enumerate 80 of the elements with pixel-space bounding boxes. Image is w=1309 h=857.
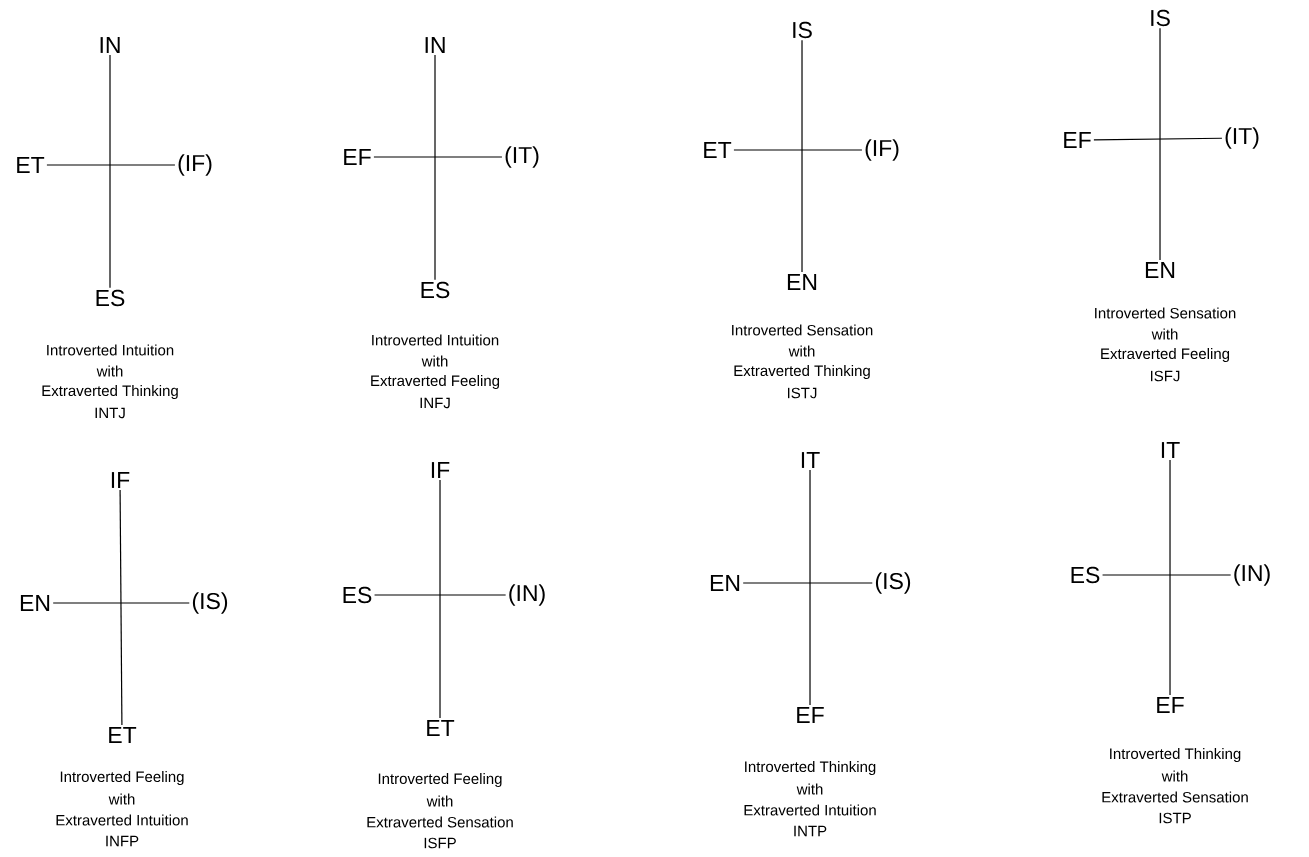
axis-label: (IF) — [178, 154, 212, 176]
caption-text: Extraverted Thinking — [734, 365, 870, 379]
caption-text: ISFP — [424, 837, 456, 849]
axis-label: EF — [344, 149, 371, 165]
caption-text: Extraverted Intuition — [56, 814, 188, 826]
axis-label: EN — [787, 274, 817, 290]
axis-line — [109, 54, 111, 289]
axis-label: IS — [793, 21, 812, 39]
axis-label: IN — [425, 37, 445, 53]
axis-line — [434, 54, 436, 281]
axis-label: (IN) — [509, 584, 545, 606]
caption-text: with — [1151, 328, 1178, 340]
axis-label: ET — [109, 727, 137, 743]
axis-line — [1101, 574, 1232, 576]
axis-label: IN — [100, 37, 120, 53]
axis-label: (IN) — [1234, 564, 1270, 586]
caption-text: Introverted Thinking — [1110, 748, 1241, 762]
axis-label: EF — [1157, 697, 1184, 713]
axis-label: IT — [801, 452, 820, 468]
caption-text: Introverted Thinking — [745, 761, 876, 775]
axis-line — [46, 164, 176, 166]
axis-line — [119, 489, 123, 726]
caption-text: Extraverted Intuition — [744, 804, 876, 816]
axis-line — [1169, 459, 1171, 696]
axis-label: ET — [17, 157, 45, 173]
axis-label: EN — [20, 595, 50, 611]
axis-line — [52, 602, 190, 604]
axis-label: IT — [1161, 442, 1180, 458]
axis-label: ES — [343, 586, 372, 604]
caption-text: with — [421, 355, 448, 367]
axis-line — [1159, 27, 1161, 261]
axis-label: (IS) — [875, 572, 911, 594]
axis-label: ES — [1071, 566, 1100, 584]
caption-text: Introverted Feeling — [60, 771, 184, 785]
axis-label: IF — [431, 462, 450, 478]
caption-text: with — [108, 793, 135, 805]
caption-text: Extraverted Sensation — [367, 816, 513, 828]
caption-text: Extraverted Sensation — [1102, 791, 1248, 803]
axis-line — [733, 149, 863, 151]
caption-text: Introverted Sensation — [1095, 307, 1236, 319]
caption-text: Introverted Feeling — [378, 773, 502, 787]
caption-text: with — [1161, 770, 1188, 782]
axis-line — [809, 469, 811, 706]
caption-text: ISTJ — [787, 387, 817, 399]
axis-line — [373, 594, 507, 596]
axis-label: ET — [704, 142, 732, 158]
caption-text: Extraverted Thinking — [42, 385, 178, 399]
caption-text: INTP — [794, 825, 827, 837]
axis-label: EF — [797, 707, 824, 723]
caption-text: ISTP — [1159, 812, 1191, 824]
caption-text: ISFJ — [1151, 370, 1180, 382]
axis-label: EN — [710, 575, 740, 591]
caption-text: with — [796, 783, 823, 795]
axis-label: ET — [427, 720, 455, 736]
axis-line — [373, 156, 503, 158]
caption-text: INTJ — [95, 407, 125, 419]
caption-text: Extraverted Feeling — [371, 375, 500, 389]
axis-label: (IT) — [505, 146, 539, 168]
axis-label: ES — [96, 289, 125, 307]
caption-text: with — [96, 365, 123, 377]
axis-line — [742, 582, 873, 584]
axis-line — [1093, 137, 1223, 141]
axis-line — [801, 39, 803, 273]
axis-line — [439, 479, 441, 719]
axis-label: EF — [1064, 132, 1091, 148]
caption-text: INFJ — [420, 397, 450, 409]
caption-text: with — [426, 795, 453, 807]
axis-label: ES — [421, 281, 450, 299]
caption-text: Introverted Sensation — [732, 324, 873, 336]
axis-label: IF — [111, 472, 130, 488]
axis-label: (IF) — [865, 139, 899, 161]
axis-label: (IT) — [1225, 127, 1259, 149]
caption-text: INFP — [106, 835, 139, 847]
caption-text: Introverted Intuition — [47, 344, 174, 356]
axis-label: IS — [1151, 9, 1170, 27]
caption-text: with — [788, 345, 815, 357]
axis-label: (IS) — [192, 592, 228, 614]
caption-text: Extraverted Feeling — [1101, 348, 1230, 362]
caption-text: Introverted Intuition — [372, 334, 499, 346]
axis-label: EN — [1145, 262, 1175, 278]
